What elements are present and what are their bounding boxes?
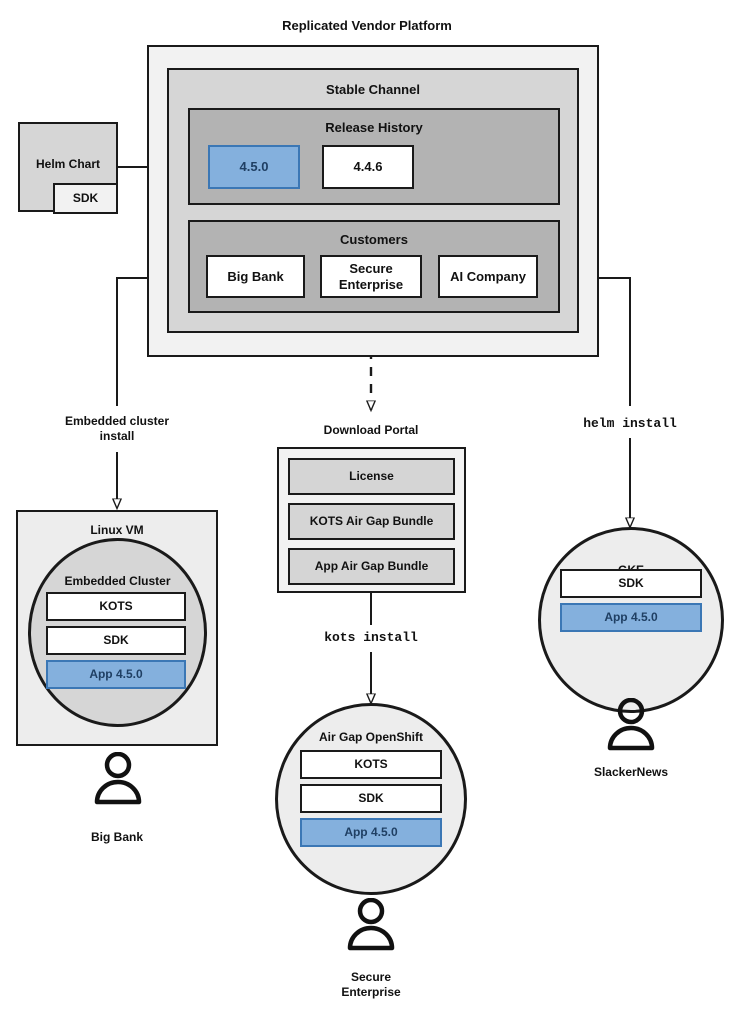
actor-icon-big-bank xyxy=(94,752,142,805)
download-portal-title: Download Portal xyxy=(323,423,419,437)
component-label: SDK xyxy=(618,576,644,591)
customers-label: Customers xyxy=(340,232,408,247)
component-label: KOTS xyxy=(354,757,388,772)
customer-label: AI Company xyxy=(450,268,526,284)
edge-label-kots-install: kots install xyxy=(324,630,418,645)
component-label: SDK xyxy=(358,791,384,806)
component-label: SDK xyxy=(103,633,129,648)
edge-label-embedded-cluster-install: Embedded cluster install xyxy=(64,414,170,443)
actor-label-slackernews: SlackerNews xyxy=(593,765,669,779)
component-label: App 4.5.0 xyxy=(344,825,398,840)
release-version-4-4-6[interactable]: 4.4.6 xyxy=(322,145,414,189)
component-label: KOTS xyxy=(99,599,133,614)
openshift-component-sdk[interactable]: SDK xyxy=(300,784,442,813)
helm-chart-sdk-label: SDK xyxy=(72,191,99,206)
gke-component-app[interactable]: App 4.5.0 xyxy=(560,603,702,632)
actor-icon-slackernews xyxy=(607,698,655,751)
gke-component-sdk[interactable]: SDK xyxy=(560,569,702,598)
openshift-component-app[interactable]: App 4.5.0 xyxy=(300,818,442,847)
actor-label-big-bank: Big Bank xyxy=(90,830,143,844)
helm-chart-sdk-box[interactable]: SDK xyxy=(53,183,118,214)
edge-label-helm-install: helm install xyxy=(583,416,677,431)
actor-label-secure-enterprise: Secure Enterprise xyxy=(341,970,401,999)
stable-channel-label: Stable Channel xyxy=(326,82,420,97)
release-history-label: Release History xyxy=(325,120,423,135)
linux-vm-title: Linux VM xyxy=(90,523,144,537)
download-asset-app-air-gap-bundle[interactable]: App Air Gap Bundle xyxy=(288,548,455,585)
customer-label: Big Bank xyxy=(227,268,284,284)
page-title: Replicated Vendor Platform xyxy=(282,18,452,33)
actor-icon-secure-enterprise xyxy=(347,898,395,951)
download-asset-label: KOTS Air Gap Bundle xyxy=(309,514,434,529)
release-version-label: 4.5.0 xyxy=(239,159,269,175)
release-version-4-5-0[interactable]: 4.5.0 xyxy=(208,145,300,189)
download-asset-license[interactable]: License xyxy=(288,458,455,495)
download-asset-kots-air-gap-bundle[interactable]: KOTS Air Gap Bundle xyxy=(288,503,455,540)
linux-vm-component-app[interactable]: App 4.5.0 xyxy=(46,660,186,689)
openshift-component-kots[interactable]: KOTS xyxy=(300,750,442,779)
linux-vm-component-kots[interactable]: KOTS xyxy=(46,592,186,621)
download-asset-label: App Air Gap Bundle xyxy=(314,559,429,574)
helm-chart-label: Helm Chart xyxy=(35,157,100,171)
customer-ai-company[interactable]: AI Company xyxy=(438,255,538,298)
release-version-label: 4.4.6 xyxy=(353,159,383,175)
customer-big-bank[interactable]: Big Bank xyxy=(206,255,305,298)
customer-label: Secure Enterprise xyxy=(338,261,404,292)
component-label: App 4.5.0 xyxy=(604,610,658,625)
component-label: App 4.5.0 xyxy=(89,667,143,682)
linux-vm-component-sdk[interactable]: SDK xyxy=(46,626,186,655)
customer-secure-enterprise[interactable]: Secure Enterprise xyxy=(320,255,422,298)
embedded-cluster-title: Embedded Cluster xyxy=(64,574,171,588)
download-asset-label: License xyxy=(349,469,394,484)
air-gap-openshift-title: Air Gap OpenShift xyxy=(318,730,423,744)
